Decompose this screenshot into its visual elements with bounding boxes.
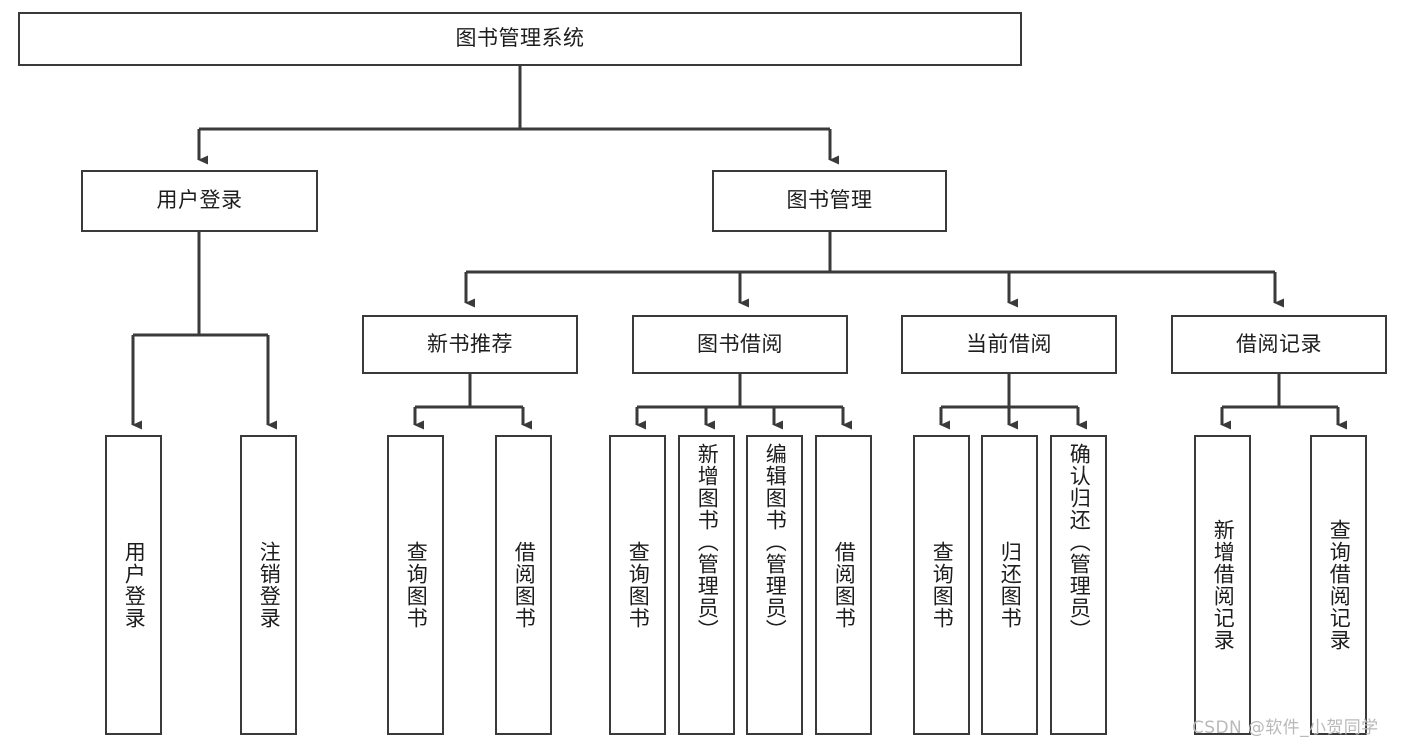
node-borrow-record-label: 借阅记录 (1236, 331, 1322, 356)
leaf-borrow-book-2[interactable]: 借阅图书 (815, 435, 872, 735)
leaf-query-book-2-label: 查询图书 (626, 541, 651, 629)
leaf-logout[interactable]: 注销登录 (240, 435, 297, 735)
node-root-label: 图书管理系统 (455, 26, 585, 51)
node-user-login-label: 用户登录 (156, 188, 243, 213)
leaf-query-book-3-label: 查询图书 (930, 541, 955, 629)
leaf-user-login[interactable]: 用户登录 (105, 435, 162, 735)
leaf-query-book-1[interactable]: 查询图书 (387, 435, 444, 735)
leaf-add-book[interactable]: 新增图书（管理员） (678, 435, 735, 735)
leaf-edit-book-label: 编辑图书（管理员） (763, 443, 788, 641)
node-new-book-recommend[interactable]: 新书推荐 (362, 315, 578, 374)
leaf-query-book-3[interactable]: 查询图书 (913, 435, 970, 735)
leaf-user-login-label: 用户登录 (122, 541, 147, 629)
leaf-confirm-return-label: 确认归还（管理员） (1067, 443, 1092, 641)
leaf-borrow-book-1-label: 借阅图书 (512, 541, 537, 629)
leaf-add-book-label: 新增图书（管理员） (695, 443, 720, 641)
node-new-book-recommend-label: 新书推荐 (427, 331, 513, 356)
leaf-add-record-label: 新增借阅记录 (1211, 519, 1236, 651)
node-book-borrow[interactable]: 图书借阅 (632, 315, 848, 374)
node-book-manage-label: 图书管理 (786, 188, 873, 213)
leaf-query-book-1-label: 查询图书 (404, 541, 429, 629)
leaf-return-book[interactable]: 归还图书 (981, 435, 1038, 735)
node-root[interactable]: 图书管理系统 (18, 12, 1022, 66)
node-book-borrow-label: 图书借阅 (697, 331, 783, 356)
leaf-confirm-return[interactable]: 确认归还（管理员） (1050, 435, 1107, 735)
node-book-manage[interactable]: 图书管理 (712, 170, 947, 232)
leaf-borrow-book-2-label: 借阅图书 (832, 541, 857, 629)
leaf-query-record-label: 查询借阅记录 (1327, 519, 1352, 651)
leaf-borrow-book-1[interactable]: 借阅图书 (495, 435, 552, 735)
leaf-add-record[interactable]: 新增借阅记录 (1194, 435, 1251, 735)
node-user-login[interactable]: 用户登录 (81, 170, 318, 232)
node-current-borrow[interactable]: 当前借阅 (901, 315, 1117, 374)
csdn-watermark: CSDN @软件_小贺同学 (1192, 718, 1379, 738)
leaf-query-record[interactable]: 查询借阅记录 (1310, 435, 1367, 735)
leaf-logout-label: 注销登录 (257, 541, 282, 629)
leaf-query-book-2[interactable]: 查询图书 (609, 435, 666, 735)
node-current-borrow-label: 当前借阅 (966, 331, 1052, 356)
leaf-return-book-label: 归还图书 (998, 541, 1023, 629)
node-borrow-record[interactable]: 借阅记录 (1171, 315, 1387, 374)
leaf-edit-book[interactable]: 编辑图书（管理员） (746, 435, 803, 735)
